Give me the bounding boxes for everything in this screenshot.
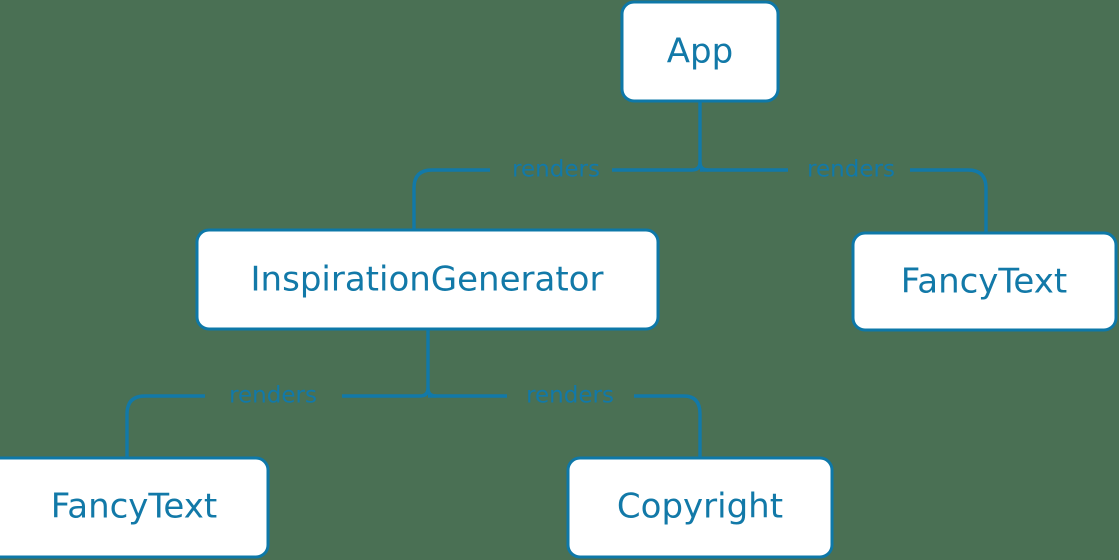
edge-ig-junction-right [426,387,437,398]
edge-app-junction-right [698,161,709,172]
node-fancytext-right-label: FancyText [901,262,1067,302]
node-copyright-label: Copyright [617,487,783,527]
edge-inspiration-generator-to-copyright [426,387,702,458]
edge-label-app-right: renders [807,157,895,183]
node-fancytext-right-box[interactable] [851,231,1118,332]
edge-app-left-run [412,168,490,230]
edge-label-ig-right: renders [526,383,614,409]
node-fancytext-right[interactable]: FancyText [851,231,1118,332]
edge-ig-trunk [342,329,430,398]
node-inspiration-generator-box[interactable] [195,228,660,331]
edge-app-right-run [910,168,988,233]
edge-app-trunk [612,100,702,172]
node-fancytext-bottom-label: FancyText [51,487,217,527]
node-app[interactable]: App [620,0,780,103]
edge-label-ig-left: renders [229,383,317,409]
edge-ig-right-run [634,394,702,458]
node-fancytext-bottom[interactable]: FancyText [0,456,270,559]
node-copyright-box[interactable] [566,456,834,559]
node-app-label: App [667,32,733,72]
edge-label-app-left: renders [512,157,600,183]
node-fancytext-bottom-box[interactable] [0,456,270,559]
node-app-box[interactable] [620,0,780,103]
node-inspiration-generator-label: InspirationGenerator [251,260,604,300]
node-inspiration-generator[interactable]: InspirationGenerator [195,228,660,331]
node-copyright[interactable]: Copyright [566,456,834,559]
edge-app-to-fancytext-right [698,161,988,233]
edge-ig-left-run [125,394,205,458]
